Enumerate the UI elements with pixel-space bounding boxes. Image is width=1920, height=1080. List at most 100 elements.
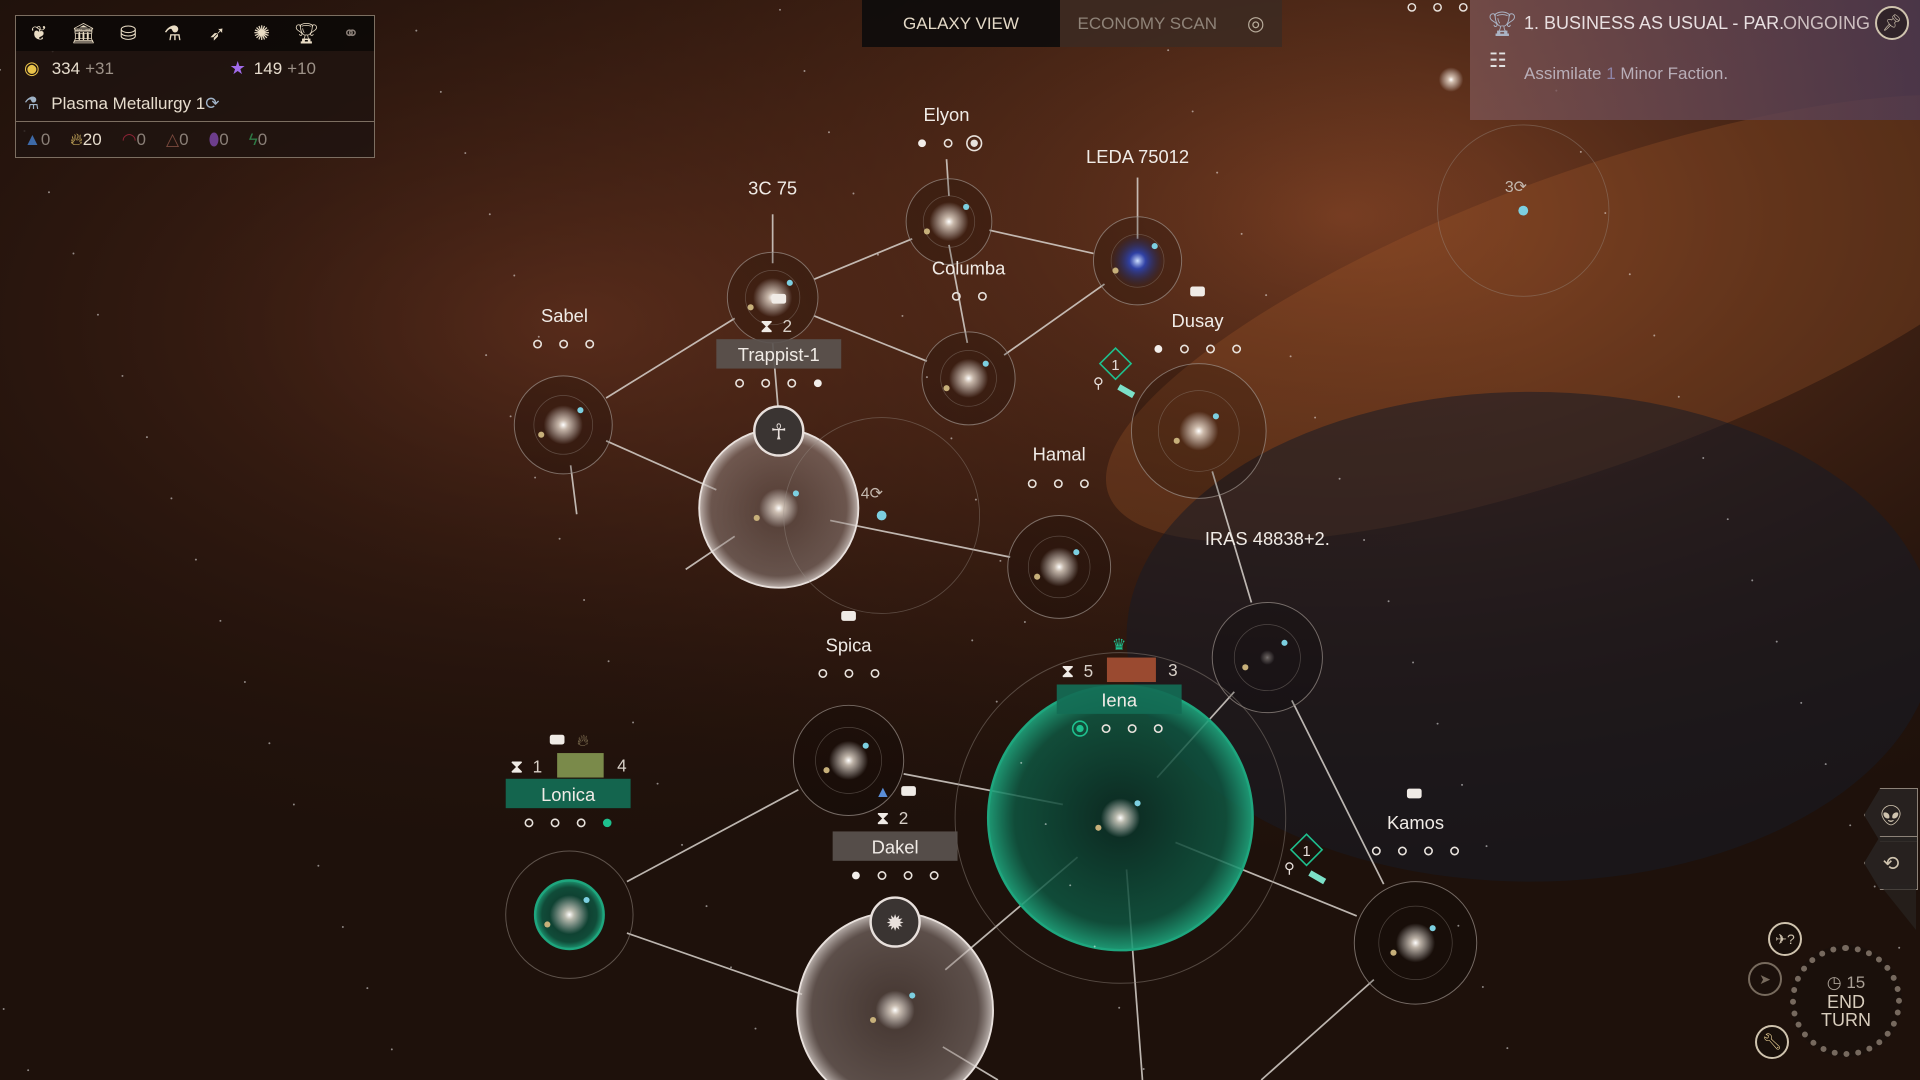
star-system-trappist-1[interactable]: Trappist-1 [698, 339, 860, 589]
background-star [2, 1008, 5, 1010]
science-icon: ▲ [875, 784, 891, 801]
planet-slot-dot [1407, 2, 1417, 12]
system-name: Kamos [1387, 812, 1444, 833]
shipyard-icon [1190, 286, 1205, 297]
star-system-leda-75012[interactable]: LEDA 75012 [1086, 146, 1189, 306]
capital-crown-icon: ♛ [1112, 637, 1126, 654]
background-star [1338, 477, 1341, 480]
population-count: 2 [899, 808, 909, 828]
system-name: Elyon [924, 104, 970, 125]
background-star [145, 436, 148, 439]
planet [923, 228, 930, 235]
star-system-elyon[interactable]: Elyon [905, 104, 993, 265]
star-system-dakel[interactable]: Dakel⧗2 [796, 807, 994, 1080]
background-star [1481, 985, 1484, 988]
system-name: Spica [826, 634, 873, 655]
influence-icon: ★ [229, 58, 246, 78]
background-star [1702, 456, 1705, 459]
star-system-sabel[interactable]: Sabel [513, 305, 613, 475]
background-star [1314, 416, 1317, 419]
star-system-spica[interactable]: Spica [792, 634, 905, 816]
background-star [974, 498, 977, 501]
background-star [27, 1069, 30, 1072]
planet-slot-selected [966, 135, 983, 152]
tab-economy-scan[interactable]: ECONOMY SCAN◎ [1060, 0, 1282, 47]
planet [538, 431, 545, 438]
background-star [170, 497, 173, 500]
star-system-hamal[interactable]: Hamal [1007, 443, 1112, 619]
background-star [754, 1027, 757, 1030]
scan-icon: ◎ [1247, 13, 1265, 35]
pin-quest-button[interactable]: 📌︎ [1875, 6, 1909, 40]
laurel-icon[interactable]: ❦ [30, 23, 48, 45]
star-lane [605, 317, 736, 399]
fleet-marker[interactable] [1289, 833, 1324, 867]
star-lane [626, 789, 799, 883]
background-star [1191, 110, 1194, 113]
star-system-kamos[interactable]: Kamos [1353, 812, 1478, 1005]
minor-faction-emblem[interactable] [753, 405, 805, 457]
quest-tracker[interactable]: 🏆︎ ☷ 1. BUSINESS AS USUAL - PAR. ONGOING… [1470, 0, 1920, 120]
background-star [121, 374, 124, 377]
background-star [1216, 171, 1219, 174]
background-star [999, 559, 1002, 562]
build-queue-button[interactable]: 🔧︎ [1755, 1025, 1789, 1059]
minor-faction-marker[interactable] [876, 510, 887, 521]
star-lane [813, 237, 913, 280]
planet-slot-dot [844, 669, 854, 678]
industry-icon[interactable]: ✺ [253, 23, 271, 45]
planet-slot-dot [585, 339, 595, 349]
background-star [1604, 212, 1607, 215]
quest-description: Assimilate 1 Minor Faction. [1524, 64, 1729, 83]
background-star [366, 987, 369, 990]
diplomacy-icon[interactable]: ⚭ [342, 23, 360, 45]
research-row[interactable]: ⚗ Plasma Metallurgy 1 ⟳ [16, 86, 374, 121]
tab-galaxy-view[interactable]: GALAXY VIEW [862, 0, 1060, 47]
fleet-question-icon: ✈? [1775, 930, 1795, 947]
star [549, 895, 589, 935]
fleet-ship[interactable] [1308, 870, 1327, 885]
planet-slot-dot [1397, 846, 1407, 856]
strategic-resource: ▲0 [24, 129, 51, 149]
planet-slot-dot [524, 818, 534, 828]
planet-slot-dot [735, 378, 745, 388]
strategic-resource: ⬮0 [208, 129, 229, 149]
system-name-bar [505, 778, 631, 809]
planet-slot-dot [1154, 345, 1163, 353]
minor-faction-territory [783, 417, 981, 614]
military-icon[interactable]: ➶ [208, 23, 226, 45]
unassigned-fleets-button[interactable]: ✈? [1768, 922, 1802, 956]
turn-timer: ◷ 15 [1826, 973, 1866, 992]
background-star [1898, 946, 1901, 949]
money-icon[interactable]: ⛁ [119, 23, 137, 45]
resources-row: ◉ 334 +31 ★ 149 +10 [16, 51, 374, 86]
background-star [1023, 621, 1026, 624]
minor-faction-emblem[interactable] [869, 896, 921, 948]
science-icon[interactable]: ⚗ [163, 23, 182, 45]
star-system-iras-48838-2-[interactable]: IRAS 48838+2. [1205, 528, 1330, 714]
background-star [705, 905, 708, 908]
background-star [1579, 150, 1582, 153]
star-system-dusay[interactable]: Dusay [1130, 310, 1267, 499]
next-fleet-button[interactable]: ➤ [1748, 962, 1782, 996]
senate-icon[interactable]: 🏛 [70, 23, 97, 45]
system-name: Columba [932, 257, 1006, 278]
background-star [971, 639, 974, 642]
fleet-marker[interactable] [1098, 346, 1133, 381]
minor-faction-marker[interactable] [1518, 205, 1529, 216]
planet-slot-dot [787, 378, 797, 388]
fleet-ship[interactable] [1117, 384, 1136, 399]
star [1039, 547, 1079, 587]
background-star [537, 335, 540, 338]
background-star [317, 864, 320, 867]
trophy-icon[interactable]: 🏆︎ [293, 23, 320, 45]
background-star [194, 558, 197, 561]
background-star [1142, 1068, 1145, 1070]
star-system-columba[interactable]: Columba [921, 257, 1016, 426]
